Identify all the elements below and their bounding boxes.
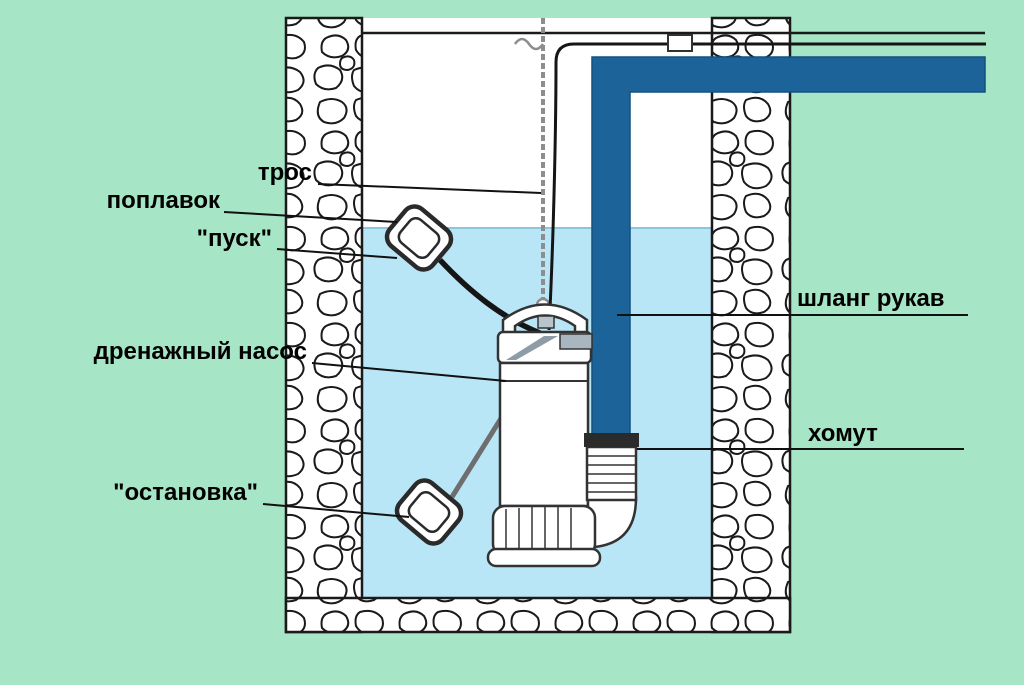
power-cable xyxy=(547,42,986,331)
start-float-cable xyxy=(437,258,542,336)
leader-lines xyxy=(223,183,968,518)
label-rope: трос xyxy=(258,159,312,186)
label-pump: дренажный насос xyxy=(94,338,307,365)
leader-stop xyxy=(262,503,410,518)
label-float: поплавок xyxy=(107,187,221,214)
pump-outlet-stub xyxy=(559,333,593,350)
drainage-pump xyxy=(486,303,638,568)
pump-body xyxy=(498,361,590,508)
label-clamp: хомут xyxy=(808,420,878,447)
pit-wall-left xyxy=(284,16,364,634)
leader-float xyxy=(223,211,398,223)
cable-connector xyxy=(667,34,693,52)
pit-wall-right xyxy=(710,16,792,634)
pump-skirt-ribs xyxy=(505,507,572,554)
label-hose: шланг рукав xyxy=(797,285,945,312)
float-start xyxy=(384,204,454,272)
leader-rope xyxy=(317,183,542,194)
leader-start xyxy=(276,248,398,259)
pump-cap-shading xyxy=(506,336,558,360)
label-start: "пуск" xyxy=(197,225,272,252)
coupling-ribs xyxy=(588,455,635,493)
labels: трос поплавок "пуск" дренажный насос "ос… xyxy=(94,159,945,506)
label-stop: "остановка" xyxy=(113,479,258,506)
hose-clamp xyxy=(584,433,639,447)
rope-slack-coil xyxy=(513,37,545,51)
pit-floor xyxy=(284,596,792,634)
pump-base xyxy=(486,547,602,568)
float-stop xyxy=(394,478,464,546)
leader-pump xyxy=(311,362,507,382)
pump-cable-gland xyxy=(537,315,555,329)
